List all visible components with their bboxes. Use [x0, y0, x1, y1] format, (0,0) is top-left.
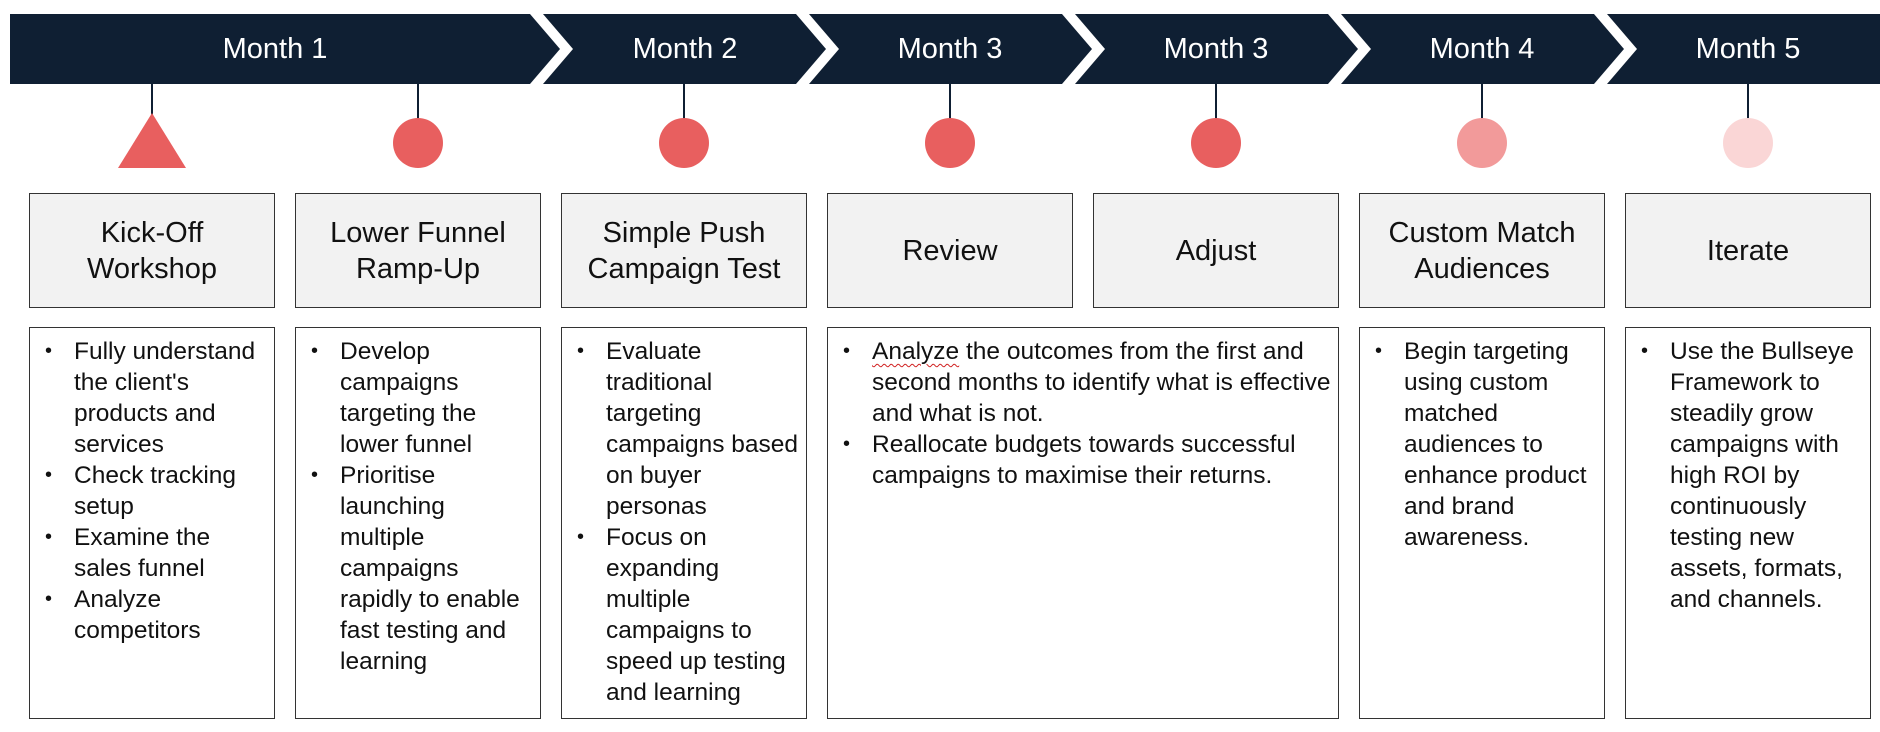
- phase-details-kickoff: Fully understand the client's products a…: [29, 327, 275, 719]
- timeline-banner: [10, 14, 1880, 84]
- spellcheck-flagged-word: Analyze: [872, 338, 960, 365]
- connector-line: [949, 83, 951, 119]
- milestone-circle-marker: [925, 118, 975, 168]
- connector-line: [417, 83, 419, 119]
- connector-line: [151, 83, 153, 119]
- phase-details-lower-funnel: Develop campaigns targeting the lower fu…: [295, 327, 541, 719]
- month-label: Month 1: [222, 33, 328, 65]
- connector-line: [1215, 83, 1217, 119]
- month-label: Month 2: [632, 33, 738, 65]
- bullet-item: Use the Bullseye Framework to steadily g…: [1638, 336, 1864, 615]
- phase-details-iterate: Use the Bullseye Framework to steadily g…: [1625, 327, 1871, 719]
- connector-line: [683, 83, 685, 119]
- phase-title-lower-funnel: Lower Funnel Ramp-Up: [295, 193, 541, 308]
- connector-line: [1747, 83, 1749, 119]
- phase-details-review-adjust: Analyze the outcomes from the first and …: [827, 327, 1339, 719]
- bullet-item: Begin targeting using custom matched aud…: [1372, 336, 1598, 553]
- chevron-month-1: [10, 14, 560, 84]
- milestone-circle-marker: [1723, 118, 1773, 168]
- milestone-circle-marker: [1191, 118, 1241, 168]
- chevron-month-4: [1341, 14, 1624, 84]
- bullet-item: Develop campaigns targeting the lower fu…: [308, 336, 534, 460]
- month-label: Month 5: [1695, 33, 1801, 65]
- connector-line: [1481, 83, 1483, 119]
- bullet-item: Reallocate budgets towards successful ca…: [840, 429, 1332, 491]
- phase-title-push-campaign: Simple Push Campaign Test: [561, 193, 807, 308]
- chevron-month-3b: [1075, 14, 1358, 84]
- month-label: Month 3: [1163, 33, 1269, 65]
- bullet-item: Fully understand the client's products a…: [42, 336, 268, 460]
- month-label: Month 4: [1429, 33, 1535, 65]
- bullet-item: Check tracking setup: [42, 460, 268, 522]
- phase-title-kickoff: Kick-Off Workshop: [29, 193, 275, 308]
- phase-title-review: Review: [827, 193, 1073, 308]
- bullet-item: Evaluate traditional targeting campaigns…: [574, 336, 800, 522]
- milestone-circle-marker: [1457, 118, 1507, 168]
- milestone-circle-marker: [393, 118, 443, 168]
- bullet-item: Analyze competitors: [42, 584, 268, 646]
- phase-title-adjust: Adjust: [1093, 193, 1339, 308]
- month-label: Month 3: [897, 33, 1003, 65]
- bullet-item: Analyze the outcomes from the first and …: [840, 336, 1332, 429]
- bullet-item: Examine the sales funnel: [42, 522, 268, 584]
- chevron-month-3a: [809, 14, 1092, 84]
- milestone-circle-marker: [659, 118, 709, 168]
- chevron-month-5: [1607, 14, 1880, 84]
- bullet-text: the outcomes from the first and second m…: [872, 338, 1331, 427]
- phase-details-push-campaign: Evaluate traditional targeting campaigns…: [561, 327, 807, 719]
- bullet-item: Prioritise launching multiple campaigns …: [308, 460, 534, 677]
- chevron-month-2: [543, 14, 826, 84]
- phase-details-custom-match: Begin targeting using custom matched aud…: [1359, 327, 1605, 719]
- bullet-item: Focus on expanding multiple campaigns to…: [574, 522, 800, 708]
- phase-title-custom-match: Custom Match Audiences: [1359, 193, 1605, 308]
- phase-title-iterate: Iterate: [1625, 193, 1871, 308]
- milestone-triangle-marker: [118, 113, 186, 168]
